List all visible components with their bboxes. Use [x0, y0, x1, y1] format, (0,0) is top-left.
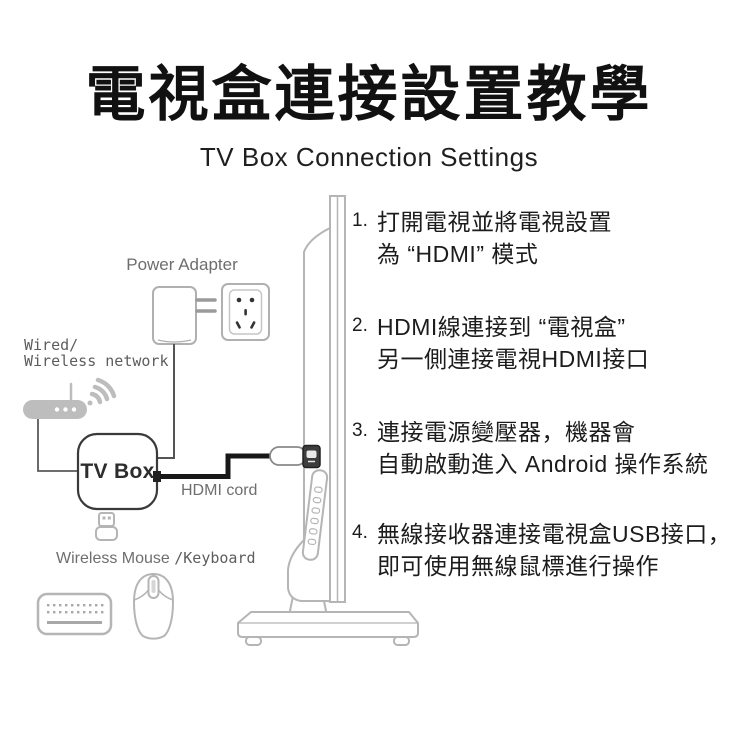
step-text-line: 為 “HDMI” 模式 — [377, 241, 539, 267]
power-adapter-icon — [152, 286, 217, 345]
hdmi-cable — [153, 444, 321, 482]
power-cable — [157, 344, 175, 459]
network-label: Wired/ Wireless network — [24, 337, 169, 369]
step-number: 3. — [352, 420, 368, 441]
instruction-step-4: 4. 無線接收器連接電視盒USB接口， 即可使用無線鼠標進行操作 — [352, 518, 736, 582]
mouse-icon — [132, 572, 175, 640]
adapter-prongs — [195, 298, 217, 313]
tv-ports-strip — [301, 469, 329, 561]
step-text-line: 即可使用無線鼠標進行操作 — [377, 553, 659, 579]
hdmi-connector-icon — [269, 446, 307, 466]
page-title: 電視盒連接設置教學 — [85, 61, 653, 128]
instruction-step-2: 2. HDMI線連接到 “電視盒” 另一側連接電視HDMI接口 — [352, 311, 736, 375]
step-number: 1. — [352, 210, 368, 231]
instruction-step-1: 1. 打開電視並將電視設置 為 “HDMI” 模式 — [352, 206, 736, 270]
wireless-mouse-label: Wireless Mouse — [56, 550, 175, 567]
tv-stand-foot-left — [245, 636, 262, 646]
wifi-waves-icon — [87, 377, 117, 406]
network-label-line2: Wireless network — [24, 352, 169, 370]
keyboard-icon — [36, 592, 113, 636]
step-text-line: 另一側連接電視HDMI接口 — [377, 346, 650, 372]
step-text-line: HDMI線連接到 “電視盒” — [377, 314, 626, 340]
wireless-mouse-keyboard-label: Wireless Mouse /Keyboard — [56, 549, 256, 568]
tv-side-view — [237, 195, 419, 646]
socket-holes — [235, 297, 256, 329]
tv-stand-foot-right — [393, 636, 410, 646]
step-number: 2. — [352, 315, 368, 336]
usb-dongle-icon — [95, 512, 118, 541]
power-adapter-label: Power Adapter — [126, 255, 238, 274]
step-text-line: 無線接收器連接電視盒USB接口， — [377, 521, 732, 547]
step-text-line: 連接電源變壓器，機器會 — [377, 419, 636, 445]
step-text-line: 打開電視並將電視設置 — [377, 209, 612, 235]
keyboard-label: /Keyboard — [174, 549, 256, 567]
wall-socket-icon — [221, 283, 270, 341]
instruction-step-3: 3. 連接電源變壓器，機器會 自動啟動進入 Android 操作系統 — [352, 416, 736, 480]
step-number: 4. — [352, 522, 368, 543]
step-text-line: 自動啟動進入 Android 操作系統 — [377, 451, 709, 477]
page-subtitle: TV Box Connection Settings — [199, 142, 539, 172]
hdmi-cord-label: HDMI cord — [181, 482, 258, 499]
tv-stand-base — [237, 611, 419, 638]
network-cable — [37, 419, 78, 472]
wifi-router-icon — [23, 377, 117, 419]
network-label-line1: Wired/ — [24, 336, 79, 354]
tv-box-label: TV Box — [80, 459, 155, 483]
